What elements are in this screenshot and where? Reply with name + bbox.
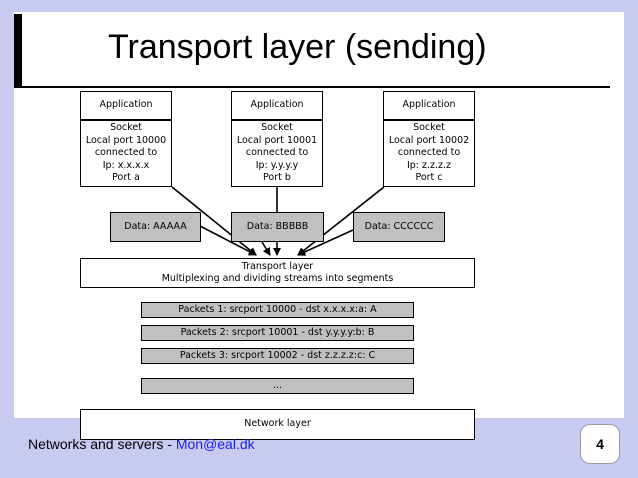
packet-row-ellipsis: ... <box>141 378 414 394</box>
packet-row-1: Packets 1: srcport 10000 - dst x.x.x.x:a… <box>141 302 414 318</box>
footer: Networks and servers - Mon@eal.dk <box>28 436 255 452</box>
app-3-header: Application <box>383 91 475 120</box>
footer-email-link[interactable]: Mon@eal.dk <box>175 436 255 452</box>
page-number: 4 <box>580 424 620 464</box>
network-layer-box: Network layer <box>80 409 475 440</box>
data-box-b: Data: BBBBB <box>231 212 324 242</box>
app-2-socket: Socket Local port 10001 connected to Ip:… <box>231 120 323 187</box>
data-box-c: Data: CCCCCC <box>353 212 445 242</box>
packet-row-3: Packets 3: srcport 10002 - dst z.z.z.z:c… <box>141 348 414 364</box>
app-3-socket: Socket Local port 10002 connected to Ip:… <box>383 120 475 187</box>
data-box-a: Data: AAAAA <box>110 212 201 242</box>
app-1-socket: Socket Local port 10000 connected to Ip:… <box>80 120 172 187</box>
app-1-header: Application <box>80 91 172 120</box>
transport-layer-box: Transport layer Multiplexing and dividin… <box>80 258 475 288</box>
app-2-header: Application <box>231 91 323 120</box>
footer-text: Networks and servers - <box>28 436 176 452</box>
title-underline <box>14 86 610 88</box>
slide-title: Transport layer (sending) <box>108 28 487 66</box>
packet-row-2: Packets 2: srcport 10001 - dst y.y.y.y:b… <box>141 325 414 341</box>
title-accent-bar <box>14 14 22 86</box>
